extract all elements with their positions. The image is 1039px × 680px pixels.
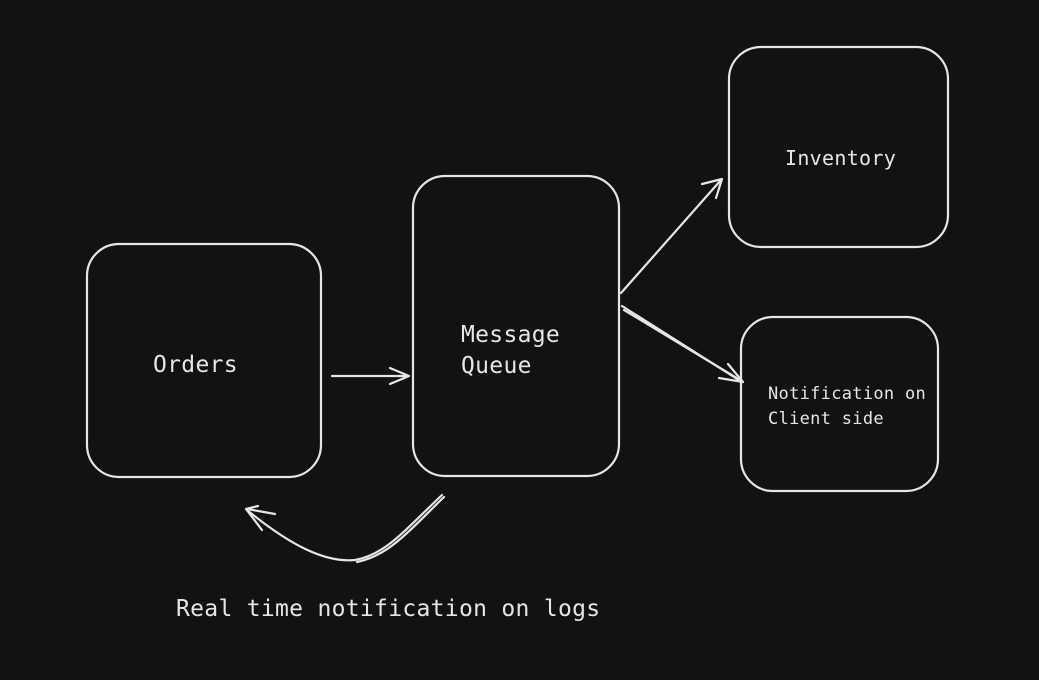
message-queue-label-line2: Queue (461, 353, 532, 379)
notification-label-line2: Client side (768, 409, 884, 429)
orders-to-queue-arrow (330, 366, 411, 386)
notification-label: Notification on Client side (768, 382, 926, 432)
message-queue-label: Message Queue (461, 320, 560, 382)
notification-box[interactable] (739, 315, 940, 493)
orders-label: Orders (153, 352, 238, 378)
message-queue-label-line1: Message (461, 322, 561, 348)
realtime-annotation: Real time notification on logs (176, 596, 601, 622)
inventory-label: Inventory (785, 146, 897, 170)
message-queue-box[interactable] (411, 174, 621, 478)
realtime-return-arrow (244, 493, 446, 564)
queue-to-inventory-arrow (619, 177, 724, 295)
queue-to-notification-arrow (620, 304, 745, 384)
orders-box[interactable] (85, 242, 323, 479)
inventory-box[interactable] (727, 45, 950, 249)
notification-label-line1: Notification on (768, 384, 927, 404)
